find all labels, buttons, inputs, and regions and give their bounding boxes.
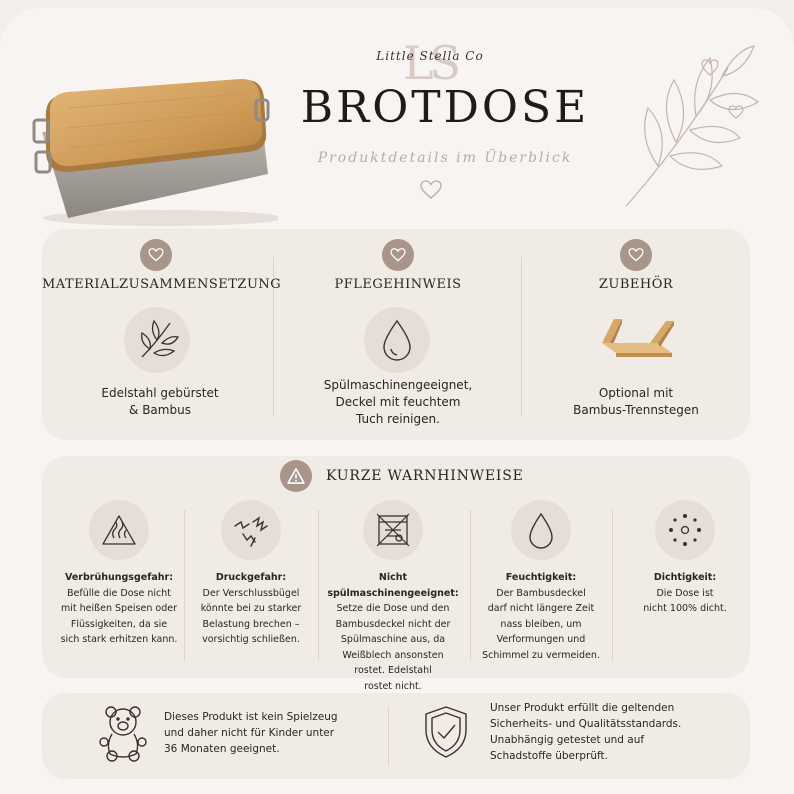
text-line: Tuch reinigen. (356, 412, 440, 426)
text-line: Sicherheits- und Qualitätsstandards. (490, 718, 682, 730)
detail-title: MATERIALZUSAMMENSETZUNG (42, 277, 282, 292)
detail-title: PFLEGEHINWEIS (334, 277, 462, 292)
detail-care: PFLEGEHINWEIS Spülmaschinengeeignet, Dec… (274, 229, 522, 440)
brand-name: Little Stella Co (376, 49, 484, 63)
no-dishwasher-icon (363, 500, 423, 560)
brand-logo: LS Little Stella Co (330, 36, 530, 96)
text-line: Weißblech ansonsten (342, 649, 444, 661)
warning-moisture: Feuchtigkeit: Der Bambusdeckel darf nich… (472, 500, 610, 670)
warning-heading: Nicht spülmaschinengeeignet: (327, 572, 459, 599)
detail-accessories: ZUBEHÖR Optional mit Bambus-Trennstegen (522, 229, 750, 440)
warning-text: Dichtigkeit: Die Dose ist nicht 100% dic… (616, 570, 754, 617)
text-line: Verformungen und (496, 634, 586, 645)
product-details-panel: MATERIALZUSAMMENSETZUNG Edelstahl gebürs… (42, 229, 750, 440)
text-line: Spülmaschine aus, da (340, 634, 446, 645)
water-drop-icon (364, 307, 430, 373)
text-line: darf nicht längere Zeit (487, 603, 595, 614)
brand-monogram: LS (402, 36, 461, 90)
warning-heading: Feuchtigkeit: (505, 572, 577, 583)
text-line: Die Dose ist (656, 587, 714, 599)
text-line: Schimmel zu vermeiden. (482, 649, 600, 661)
page-subtitle: Produktdetails im Überblick (317, 150, 573, 166)
hot-warning-icon (89, 500, 149, 560)
warning-text: Druckgefahr: Der Verschlussbügel könnte … (182, 570, 320, 648)
detail-material: MATERIALZUSAMMENSETZUNG Edelstahl gebürs… (42, 229, 282, 440)
warnings-title: KURZE WARNHINWEISE (326, 468, 524, 484)
text-line: rostet. Edelstahl (354, 665, 432, 676)
warning-badge-icon (280, 460, 312, 492)
heart-badge-icon (620, 239, 652, 271)
text-line: Flüssigkeiten, da sie (70, 618, 168, 630)
text-line: Optional mit (598, 386, 674, 400)
text-line: Setze die Dose und den (336, 603, 450, 614)
column-divider (273, 257, 274, 417)
text-line: Belastung brechen – (202, 618, 300, 630)
text-line: nass bleiben, um (500, 618, 582, 630)
text-line: Der Bambusdeckel (496, 587, 586, 599)
warning-heading: Dichtigkeit: (653, 572, 717, 583)
warning-scalding: Verbrühungsgefahr: Befülle die Dose nich… (50, 500, 188, 670)
bamboo-divider-icon (602, 319, 674, 357)
warnings-panel (42, 456, 750, 678)
text-line: sich stark erhitzen kann. (60, 634, 178, 645)
leaf-icon (124, 307, 190, 373)
text-line: vorsichtig schließen. (202, 634, 300, 645)
toy-notice: Dieses Produkt ist kein Spielzeug und da… (164, 709, 338, 757)
text-line: Spülmaschinengeeignet, (323, 378, 473, 392)
safety-notice: Unser Produkt erfüllt die geltenden Sich… (490, 700, 681, 764)
column-divider (184, 510, 185, 660)
text-line: Schadstoffe überprüft. (490, 750, 608, 762)
text-line: Befülle die Dose nicht (67, 587, 171, 599)
warning-pressure: Druckgefahr: Der Verschlussbügel könnte … (182, 500, 320, 670)
warning-dishwasher: Nicht spülmaschinengeeignet: Setze die D… (324, 500, 462, 692)
column-divider (521, 257, 522, 417)
heart-badge-icon (140, 239, 172, 271)
warning-text: Nicht spülmaschinengeeignet: Setze die D… (324, 570, 462, 694)
detail-text: Optional mit Bambus-Trennstegen (522, 385, 750, 419)
column-divider (388, 708, 389, 766)
text-line: Dieses Produkt ist kein Spielzeug (164, 711, 338, 723)
text-line: könnte bei zu starker (200, 603, 302, 614)
heart-icon (420, 180, 442, 199)
text-line: & Bambus (129, 403, 191, 417)
text-line: Unabhängig getestet und auf (490, 734, 645, 746)
shield-check-icon (425, 706, 467, 758)
detail-title: ZUBEHÖR (598, 277, 674, 292)
text-line: mit heißen Speisen oder (61, 603, 177, 614)
notices-panel (42, 693, 750, 779)
text-line: Bambus-Trennstegen (573, 403, 699, 417)
warning-heading: Druckgefahr: (215, 572, 287, 583)
text-line: rostet nicht. (364, 680, 422, 692)
warning-text: Feuchtigkeit: Der Bambusdeckel darf nich… (472, 570, 610, 663)
text-line: Der Verschlussbügel (202, 587, 300, 599)
warning-text: Verbrühungsgefahr: Befülle die Dose nich… (50, 570, 188, 648)
column-divider (470, 510, 471, 660)
column-divider (612, 510, 613, 660)
teddy-bear-icon (99, 706, 147, 762)
lunchbox-image (32, 78, 278, 226)
detail-text: Edelstahl gebürstet & Bambus (42, 385, 278, 419)
pressure-icon (221, 500, 281, 560)
text-line: nicht 100% dicht. (643, 603, 727, 614)
dots-circle-icon (655, 500, 715, 560)
text-line: und daher nicht für Kinder unter (164, 727, 335, 739)
warning-tightness: Dichtigkeit: Die Dose ist nicht 100% dic… (616, 500, 754, 670)
page-title: BROTDOSE (300, 82, 590, 133)
text-line: Deckel mit feuchtem (335, 395, 461, 409)
text-line: Bambusdeckel nicht der (335, 618, 451, 630)
column-divider (318, 510, 319, 660)
text-line: Edelstahl gebürstet (101, 386, 219, 400)
warning-heading: Verbrühungsgefahr: (65, 572, 173, 583)
text-line: Unser Produkt erfüllt die geltenden (490, 702, 675, 714)
text-line: 36 Monaten geeignet. (164, 743, 280, 755)
moisture-drop-icon (511, 500, 571, 560)
heart-badge-icon (382, 239, 414, 271)
detail-text: Spülmaschinengeeignet, Deckel mit feucht… (274, 377, 522, 428)
botanical-branch-icon (625, 45, 760, 207)
